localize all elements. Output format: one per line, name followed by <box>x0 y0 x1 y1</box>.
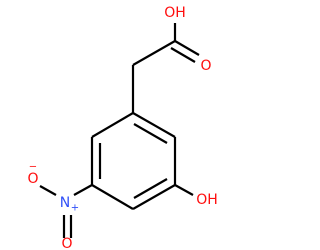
nitro-n-label: N <box>60 195 70 211</box>
ring-bond-c3-c4 <box>132 184 176 210</box>
ring-bond-c6-c1 <box>91 112 134 138</box>
bond-ring-nitro <box>73 184 93 196</box>
ring-inner-bond-1 <box>133 123 168 144</box>
bonds <box>39 23 200 238</box>
bond-carbonyl-2 <box>170 47 196 63</box>
nitro-o-minus-label: O <box>27 171 38 187</box>
carboxyl-oh-label: OH <box>164 5 186 21</box>
nitro-o-charge: − <box>29 162 37 173</box>
bond-ring-phenol-oh <box>174 184 194 196</box>
carbonyl-o-label: O <box>200 58 211 74</box>
phenol-oh-label: OH <box>196 192 218 208</box>
ring-bond-c1-c2 <box>132 112 176 138</box>
nitro-n-charge: + <box>71 203 79 214</box>
bond-nitro-o-minus <box>39 185 57 196</box>
atom-labels: OH O OH N + O O − <box>27 5 217 250</box>
structure-diagram: OH O OH N + O O − <box>27 5 217 250</box>
bond-ch2-carboxyl-c <box>132 40 176 66</box>
bond-carbonyl-1 <box>174 40 200 56</box>
ring-inner-bond-2 <box>133 178 168 199</box>
ring-bond-c4-c5 <box>91 184 134 210</box>
nitro-o-double-label: O <box>61 236 72 250</box>
